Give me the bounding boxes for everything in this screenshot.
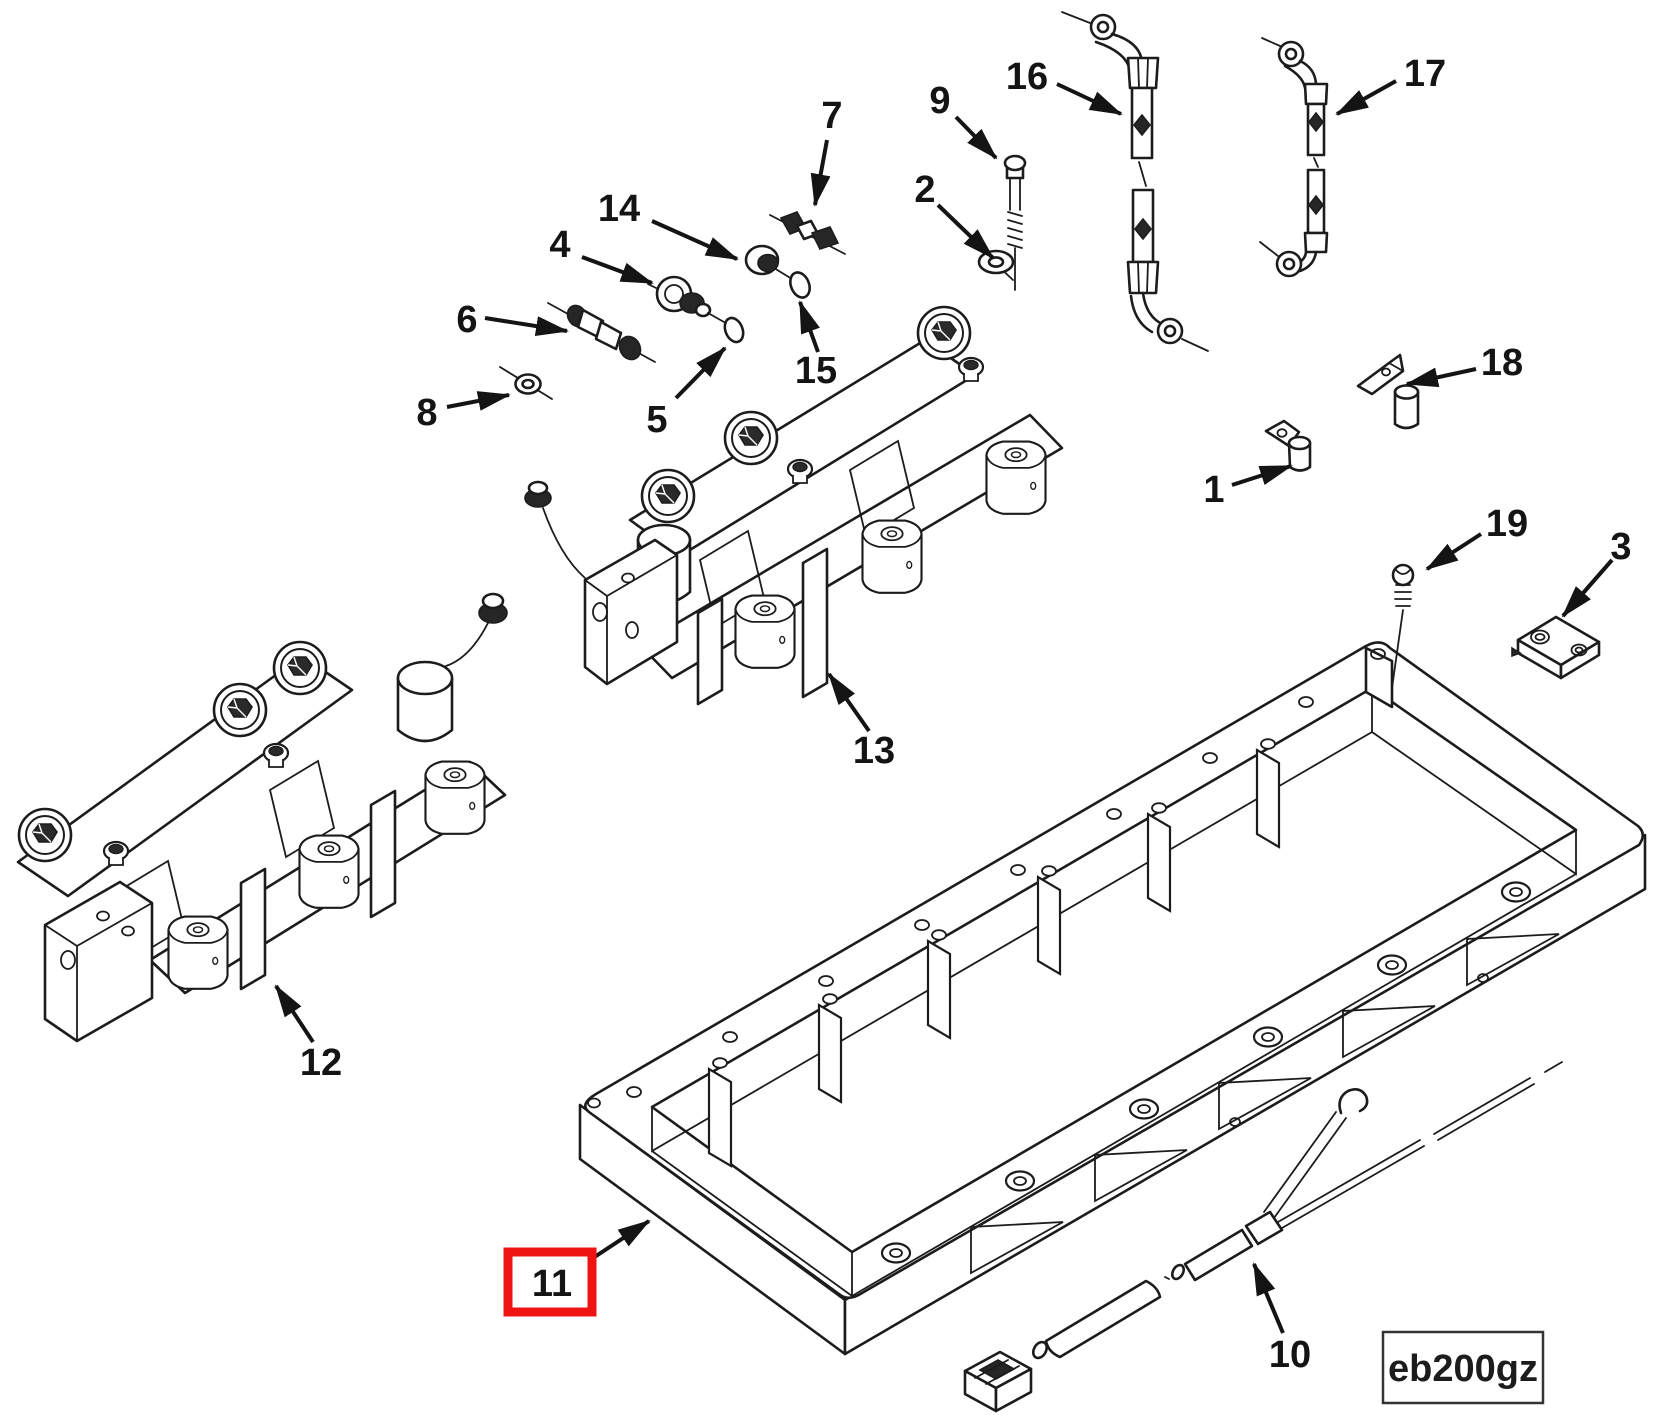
part-11-spacer-plate-drawing (578, 641, 1647, 1356)
callout-5-label[interactable]: 5 (646, 399, 667, 441)
callout-1-label[interactable]: 1 (1203, 469, 1224, 511)
callout-7[interactable]: 7 (810, 95, 843, 207)
callout-1[interactable]: 1 (1203, 464, 1293, 511)
part-4-sensor-drawing (647, 275, 725, 323)
highlight-box (503, 1247, 597, 1317)
callout-2[interactable]: 2 (914, 169, 995, 260)
callout-5[interactable]: 5 (646, 346, 727, 441)
callout-15-label[interactable]: 15 (795, 350, 837, 392)
figure-code-label: eb200gz (1388, 1348, 1538, 1390)
callout-6[interactable]: 6 (456, 299, 569, 341)
part-9-bolt-drawing (1003, 154, 1027, 291)
callout-16-label[interactable]: 16 (1006, 56, 1048, 98)
callout-12-label[interactable]: 12 (300, 1042, 342, 1084)
callout-19[interactable]: 19 (1425, 503, 1528, 571)
callout-8[interactable]: 8 (416, 391, 511, 434)
figure-code-box: eb200gz (1381, 1330, 1545, 1405)
part-1-clamp-drawing (1264, 419, 1312, 472)
callout-2-label[interactable]: 2 (914, 169, 935, 211)
callout-3[interactable]: 3 (1561, 526, 1632, 618)
callout-10-label[interactable]: 10 (1269, 1334, 1311, 1376)
callout-19-label[interactable]: 19 (1486, 503, 1528, 545)
callout-18-label[interactable]: 18 (1481, 342, 1523, 384)
part-8-washer-drawing (499, 366, 553, 400)
callout-6-label[interactable]: 6 (456, 299, 477, 341)
callout-15[interactable]: 15 (795, 300, 837, 392)
part-14-plug-drawing (744, 244, 793, 280)
callout-8-label[interactable]: 8 (416, 392, 437, 434)
part-3-block-drawing (1511, 615, 1601, 680)
part-6-fitting-drawing (547, 302, 656, 363)
part-5-oring-drawing (723, 316, 745, 344)
callout-11-label[interactable]: 11 (532, 1263, 572, 1305)
part-16-hose-drawing (1061, 11, 1209, 352)
callout-14-label[interactable]: 14 (598, 188, 640, 230)
callout-3-label[interactable]: 3 (1610, 526, 1631, 568)
callout-4-label[interactable]: 4 (549, 224, 570, 266)
figure-code-border (1381, 1330, 1545, 1405)
callout-18[interactable]: 18 (1405, 342, 1523, 388)
callout-13-label[interactable]: 13 (853, 730, 895, 772)
callout-16[interactable]: 16 (1006, 56, 1123, 116)
part-12-rocker-housing-drawing (16, 592, 508, 1043)
callout-10[interactable]: 10 (1252, 1262, 1311, 1376)
callout-11[interactable]: 11 (503, 1219, 651, 1317)
part-19-screw-drawing (1391, 563, 1415, 689)
callout-9[interactable]: 9 (929, 80, 998, 160)
callout-4[interactable]: 4 (549, 224, 654, 285)
callout-17[interactable]: 17 (1335, 53, 1446, 116)
part-15-oring-drawing (789, 271, 811, 299)
callout-13[interactable]: 13 (827, 672, 895, 772)
callout-17-label[interactable]: 17 (1404, 53, 1446, 95)
part-7-fitting-drawing (769, 211, 846, 255)
callout-7-label[interactable]: 7 (821, 95, 842, 137)
part-17-hose-drawing (1259, 37, 1329, 278)
part-13-rocker-housing-drawing (524, 305, 1064, 706)
part-10-harness-drawing (963, 1061, 1563, 1413)
callout-9-label[interactable]: 9 (929, 80, 950, 122)
callout-12[interactable]: 12 (274, 984, 342, 1084)
part-2-washer-drawing (977, 246, 1015, 281)
callout-14[interactable]: 14 (598, 188, 739, 261)
part-18-clip-drawing (1356, 353, 1420, 430)
